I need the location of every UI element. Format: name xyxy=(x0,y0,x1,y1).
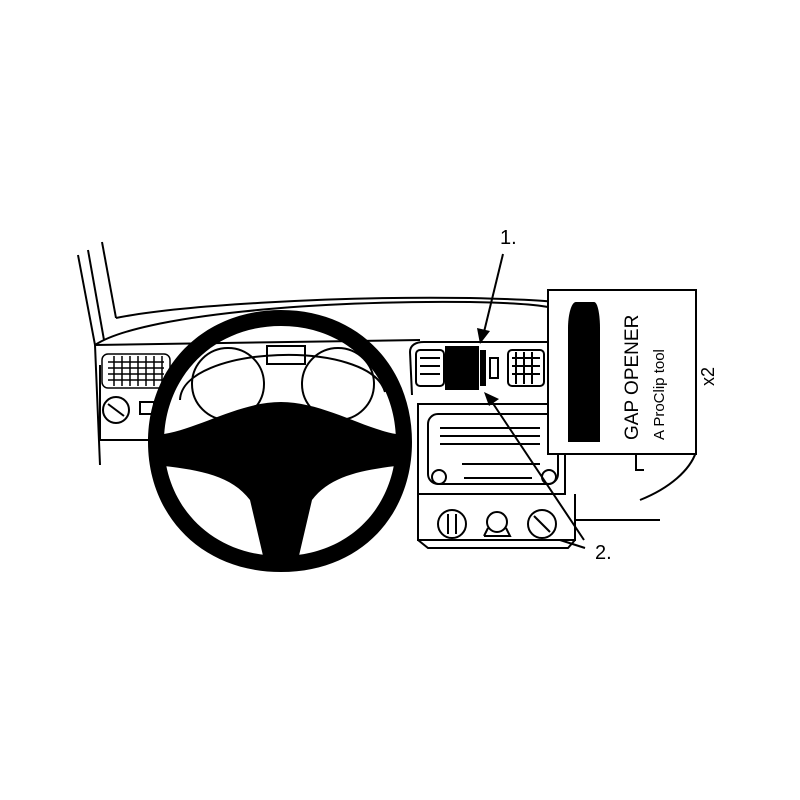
callout-arrow-2 xyxy=(484,392,585,541)
callout-label-1: 1. xyxy=(500,227,517,249)
left-air-vent xyxy=(101,353,171,389)
center-console xyxy=(409,341,576,549)
gap-opener-tool-panel: GAP OPENER A ProClip tool xyxy=(547,289,697,455)
bracket-mark xyxy=(635,453,644,471)
tool-title: GAP OPENER xyxy=(622,315,643,440)
light-switch-knob xyxy=(102,396,155,424)
mount-position-marker xyxy=(445,346,486,390)
dashboard-outline xyxy=(94,296,697,549)
climate-knobs xyxy=(437,509,557,539)
gap-opener-tool-icon xyxy=(568,302,600,442)
callout-arrow-1 xyxy=(477,253,504,344)
tool-quantity: x2 xyxy=(698,367,718,386)
callout-label-2: 2. xyxy=(595,542,612,564)
tool-subtitle: A ProClip tool xyxy=(651,349,668,440)
steering-wheel xyxy=(148,310,412,572)
